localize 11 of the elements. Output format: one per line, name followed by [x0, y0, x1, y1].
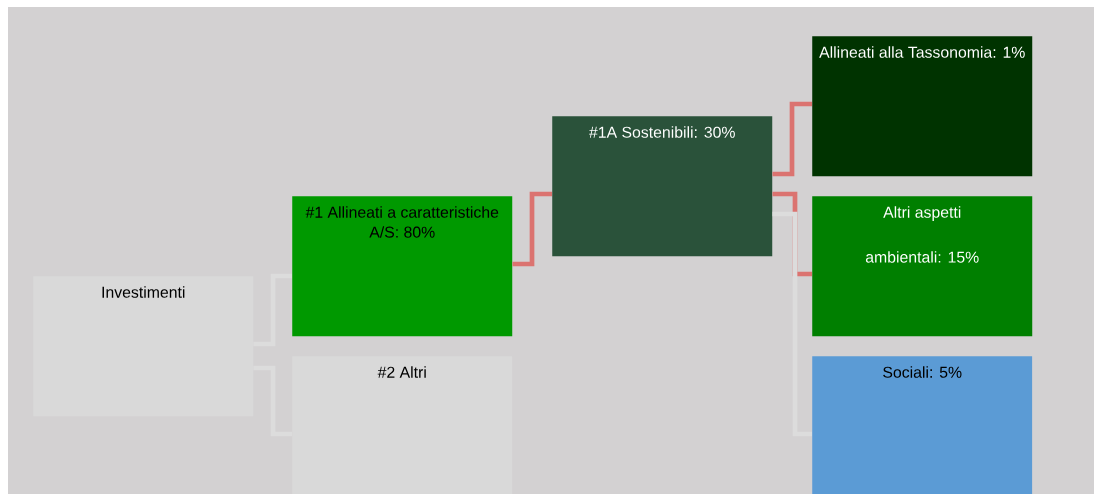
category-box: #2 Altri — [292, 356, 513, 494]
category-box: #1 Allineati a caratteristiche A/S: 80% — [292, 196, 513, 337]
connector-line — [772, 101, 812, 177]
category-box: Investimenti — [33, 276, 254, 417]
category-box: Altri aspetti ambientali: 15% — [812, 196, 1033, 337]
category-box: Allineati alla Tassonomia: 1% — [812, 36, 1033, 177]
category-box: #1A Sostenibili: 30% — [552, 116, 773, 257]
category-box: Sociali: 5% — [812, 356, 1033, 494]
connector-line — [253, 273, 292, 347]
connector-line — [772, 211, 812, 437]
connector-line — [512, 191, 552, 267]
